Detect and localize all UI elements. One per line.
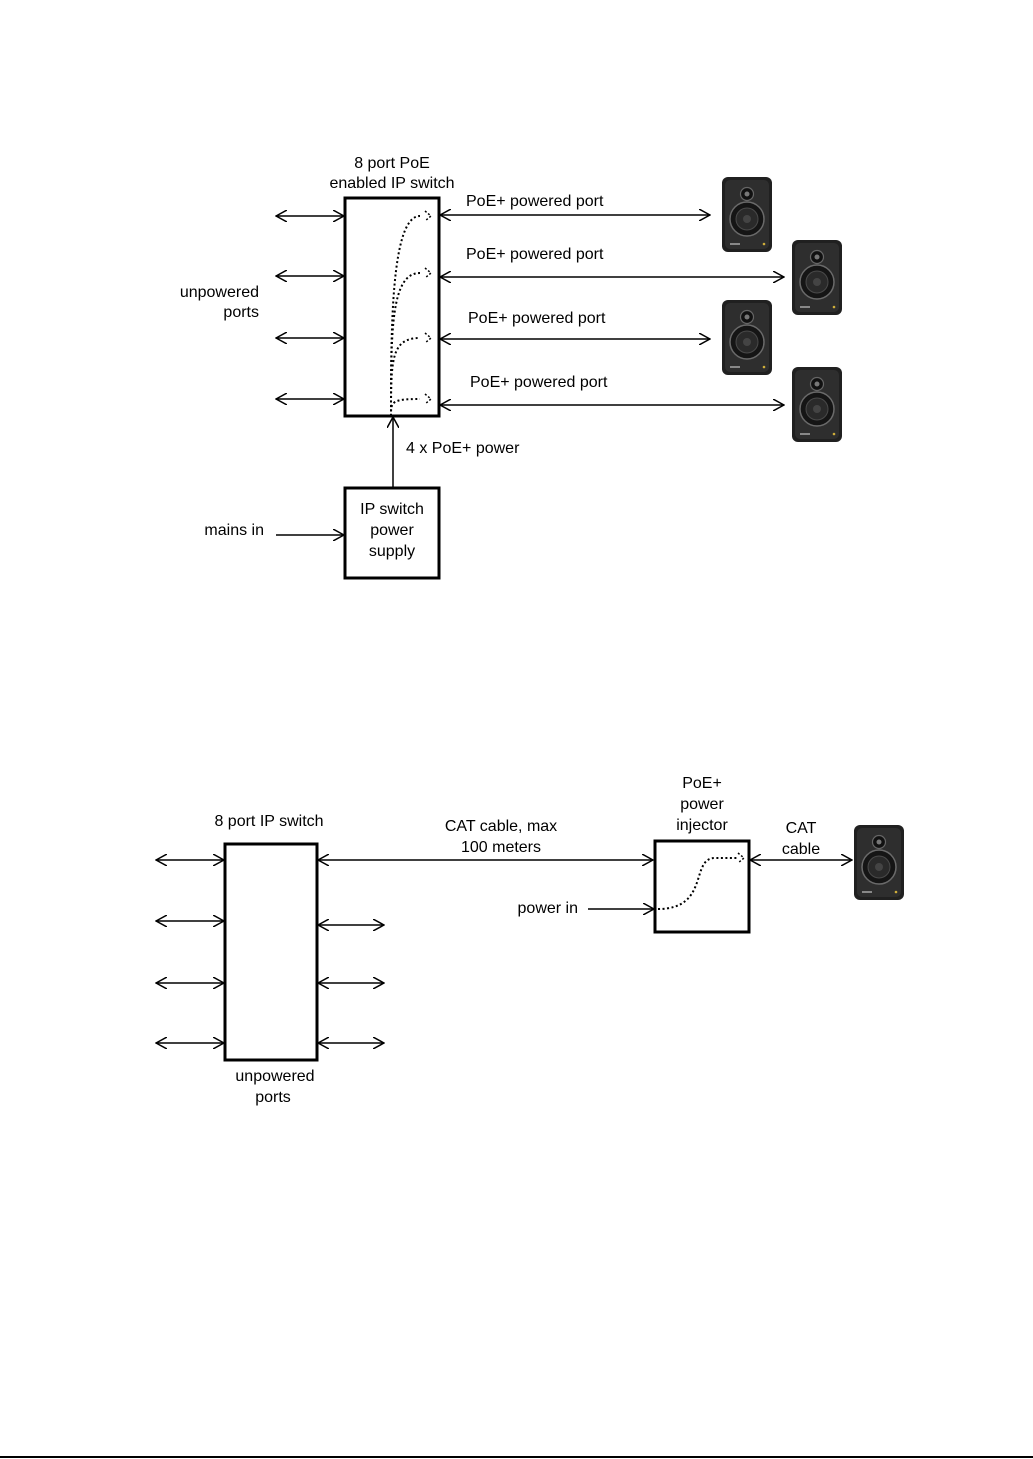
- cat-label-line1: CAT: [786, 820, 817, 837]
- power-in-label: power in: [518, 900, 578, 917]
- speaker-icon: [722, 300, 772, 375]
- poe-power-label: 4 x PoE+ power: [406, 440, 520, 457]
- poe-switch-title-line2: enabled IP switch: [329, 175, 454, 192]
- powered-port-label: PoE+ powered port: [470, 374, 608, 391]
- injector-title-line3: injector: [676, 817, 728, 834]
- unpowered-ports-label-line2: ports: [255, 1089, 291, 1106]
- cat-cable-label-line1: CAT cable, max: [445, 818, 557, 835]
- power-supply-label-line1: IP switch: [360, 501, 424, 518]
- powered-port-label: PoE+ powered port: [466, 246, 604, 263]
- ip-switch-title: 8 port IP switch: [214, 813, 323, 830]
- cat-cable-label-line2: 100 meters: [461, 839, 541, 856]
- ip-switch-box: [225, 844, 317, 1060]
- unpowered-ports-label-line1: unpowered: [235, 1068, 314, 1085]
- unpowered-ports-label-line1: unpowered: [180, 284, 259, 301]
- powered-port-label: PoE+ powered port: [468, 310, 606, 327]
- unpowered-ports-label-line2: ports: [223, 304, 259, 321]
- page-bottom-rule: [0, 1456, 1033, 1458]
- poe-switch-title-line1: 8 port PoE: [354, 155, 430, 172]
- power-injector-box: [655, 841, 749, 932]
- speaker-icon: [722, 177, 772, 252]
- mains-in-label: mains in: [204, 522, 264, 539]
- poe-switch-diagram: 8 port PoE enabled IP switch unpowered p…: [180, 155, 842, 578]
- speaker-icon: [854, 825, 904, 900]
- power-supply-label-line3: supply: [369, 543, 415, 560]
- poe-injector-diagram: 8 port IP switch unpowered ports CAT cab…: [156, 775, 904, 1106]
- injector-title-line1: PoE+: [682, 775, 722, 792]
- speaker-icon: [792, 240, 842, 315]
- cat-label-line2: cable: [782, 841, 820, 858]
- powered-port-label: PoE+ powered port: [466, 193, 604, 210]
- speaker-icon: [792, 367, 842, 442]
- injector-title-line2: power: [680, 796, 724, 813]
- power-supply-label-line2: power: [370, 522, 414, 539]
